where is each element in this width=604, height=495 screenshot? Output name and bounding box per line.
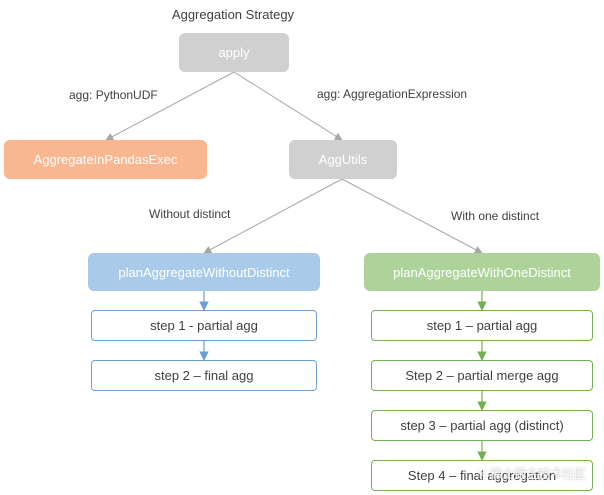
apply-node: apply	[179, 33, 289, 72]
right-step-4-node: Step 4 – final aggregation	[371, 460, 593, 491]
edge-label-aggregation-expression: agg: AggregationExpression	[317, 87, 468, 101]
left-step-2-node: step 2 – final agg	[91, 360, 317, 391]
plan-aggregate-without-distinct-node: planAggregateWithoutDistinct	[88, 253, 320, 291]
edge-label-python-udf: agg: PythonUDF	[69, 88, 158, 102]
edge-apply-to-agg-utils	[233, 71, 343, 141]
plan-aggregate-with-one-distinct-node: planAggregateWithOneDistinct	[364, 253, 600, 291]
edge-label-without-distinct: Without distinct	[149, 207, 231, 221]
edge-agg-utils-to-plan-with-one-distinct	[341, 178, 483, 254]
edge-apply-to-aggregate-in-pandas-exec	[105, 71, 235, 141]
left-step-1-node: step 1 - partial agg	[91, 310, 317, 341]
agg-utils-node: AggUtils	[289, 140, 397, 179]
edge-label-with-one-distinct: With one distinct	[451, 209, 540, 223]
diagram-title: Aggregation Strategy	[171, 7, 295, 22]
right-step-1-node: step 1 – partial agg	[371, 310, 593, 341]
copyright-icon: ⓒ	[478, 470, 488, 481]
right-step-3-node: step 3 – partial agg (distinct)	[371, 410, 593, 441]
edge-agg-utils-to-plan-without-distinct	[203, 178, 343, 254]
aggregate-in-pandas-exec-node: AggregateInPandasExec	[4, 140, 207, 179]
watermark-text: 稀土掘金技术社区	[490, 467, 587, 481]
right-step-2-node: Step 2 – partial merge agg	[371, 360, 593, 391]
